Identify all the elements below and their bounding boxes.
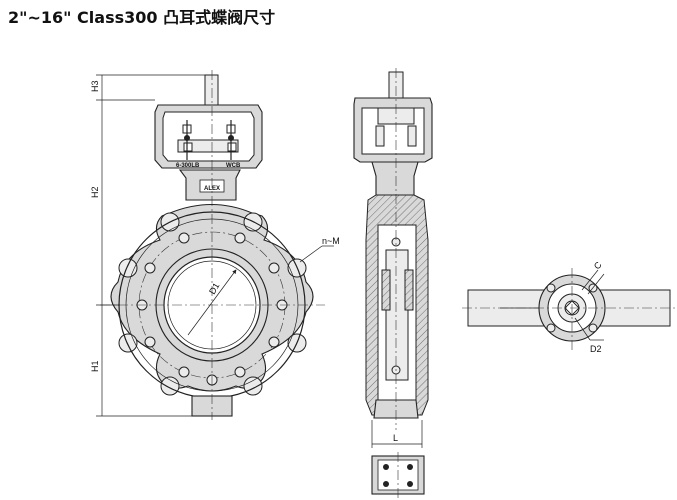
label-l: L <box>393 433 398 443</box>
label-h2: H2 <box>90 186 100 198</box>
plate-brand: ALEX <box>204 186 220 192</box>
height-dimensions: H3 H2 H1 <box>90 74 206 417</box>
plate-rating: 6-300LB <box>176 163 200 169</box>
front-view: 6-300LB WCB ALEX <box>100 70 340 420</box>
lug-ears <box>118 212 307 396</box>
label-d1: D1 <box>207 281 221 296</box>
page-title: 2"~16" Class300 凸耳式蝶阀尺寸 <box>8 8 276 27</box>
label-c: C <box>592 259 604 271</box>
label-d2: D2 <box>590 344 602 354</box>
side-view: L <box>353 68 433 498</box>
top-view: C D2 <box>462 259 675 354</box>
label-h1: H1 <box>90 360 100 372</box>
plate-material: WCB <box>226 163 241 169</box>
top-bolts <box>182 120 237 160</box>
label-h3: H3 <box>90 80 100 92</box>
label-n-m: n~M <box>322 236 340 246</box>
